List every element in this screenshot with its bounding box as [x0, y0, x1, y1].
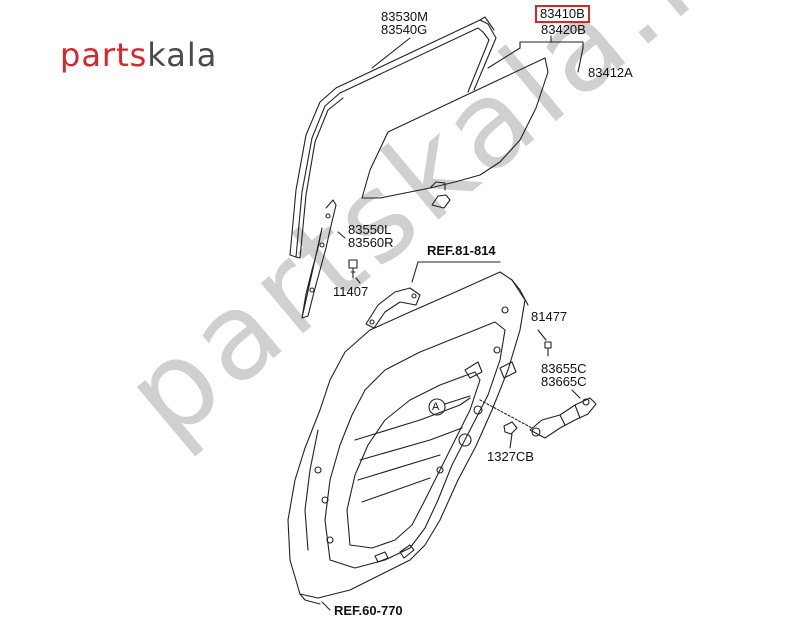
logo-part-parts: parts	[60, 36, 148, 74]
clip-1327cb[interactable]	[503, 421, 518, 435]
label-1327cb[interactable]: 1327CB	[487, 449, 534, 464]
label-83530m[interactable]: 83530M	[381, 9, 428, 24]
handle-bracket[interactable]	[365, 287, 421, 329]
label-83410b-highlighted[interactable]: 83410B	[535, 5, 590, 23]
label-83412a[interactable]: 83412A	[588, 65, 633, 80]
label-83550l[interactable]: 83550L	[348, 222, 392, 237]
label-83665c[interactable]: 83665C	[541, 374, 587, 389]
rear-channel[interactable]	[301, 199, 337, 319]
label-ref-81-814[interactable]: REF.81-814	[427, 243, 496, 258]
bolt-11407[interactable]	[348, 259, 358, 279]
screw-81477[interactable]	[544, 341, 552, 357]
door-actuator[interactable]	[529, 397, 597, 439]
label-83560r[interactable]: 83560R	[348, 235, 394, 250]
label-circle-a: A	[432, 401, 440, 413]
label-83420b[interactable]: 83420B	[541, 22, 586, 37]
circle-callout-a	[428, 398, 446, 416]
door-glass[interactable]	[361, 57, 549, 209]
glass-run-channel[interactable]	[289, 16, 497, 259]
inner-door-panel[interactable]	[287, 271, 529, 605]
logo-part-kala: kala	[147, 36, 218, 74]
label-83540g[interactable]: 83540G	[381, 22, 428, 37]
label-81477[interactable]: 81477	[531, 309, 568, 324]
partskala-logo[interactable]: partskala	[60, 38, 217, 72]
label-83655c[interactable]: 83655C	[541, 361, 587, 376]
label-11407[interactable]: 11407	[333, 284, 369, 299]
label-ref-60-770[interactable]: REF.60-770	[334, 603, 403, 618]
